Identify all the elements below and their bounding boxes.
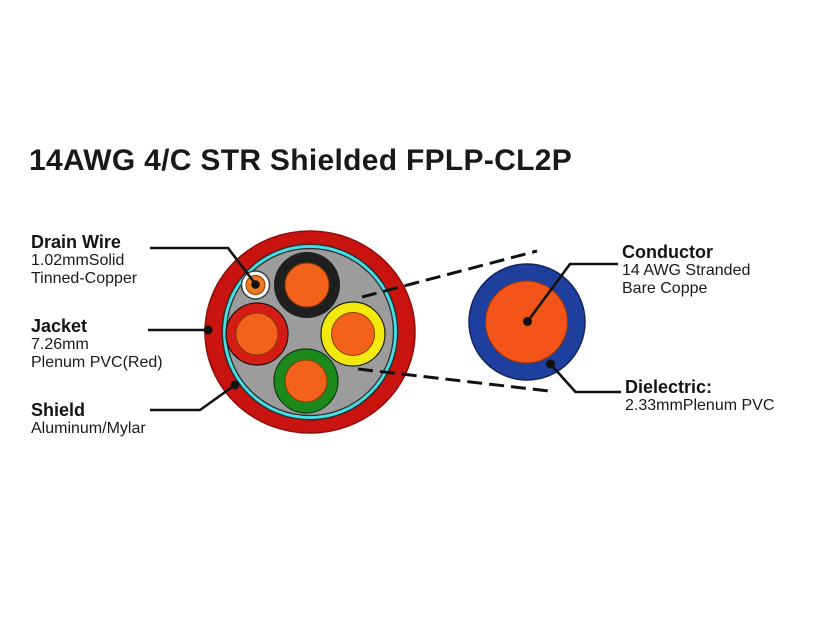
callout-dielectric-heading: Dielectric: [625, 377, 713, 397]
conductor-pointer-dot [523, 317, 532, 326]
conductor-pointer-line [526, 262, 618, 323]
callout-jacket-spec-1: 7.26mm [31, 336, 89, 353]
callout-jacket-heading: Jacket [31, 316, 88, 336]
conductor-black-core [284, 262, 330, 308]
drain-wire-pointer-line [150, 246, 257, 285]
callout-drain-wire-heading: Drain Wire [31, 232, 121, 252]
callout-conductor-spec-2: Bare Coppe [622, 280, 708, 297]
page-title: 14AWG 4/C STR Shielded FPLP-CL2P [29, 144, 573, 177]
callout-drain-wire-spec-2: Tinned-Copper [31, 270, 138, 287]
dielectric-pointer-dot [546, 359, 555, 369]
shield-pointer-dot [230, 380, 240, 390]
shield-pointer-line [150, 383, 236, 412]
magnify-dashed-line-top [361, 249, 538, 299]
cable-cross-section [204, 230, 416, 434]
conductor-red-core [235, 312, 279, 356]
callout-conductor-spec-1: 14 AWG Stranded [622, 262, 751, 279]
conductor-yellow-core [331, 312, 375, 356]
callout-shield-spec-1: Aluminum/Mylar [31, 420, 146, 437]
dielectric-pointer-line [549, 363, 621, 394]
magnify-dashed-line-bottom [357, 367, 550, 393]
drain-wire-pointer-dot [251, 280, 260, 289]
callout-jacket: Jacket 7.26mm Plenum PVC(Red) [31, 317, 163, 372]
callout-conductor: Conductor 14 AWG Stranded Bare Coppe [622, 243, 750, 298]
callout-shield: Shield Aluminum/Mylar [31, 401, 146, 438]
callout-drain-wire-spec-1: 1.02mmSolid [31, 252, 125, 269]
callout-shield-heading: Shield [31, 400, 86, 420]
callout-conductor-heading: Conductor [622, 242, 713, 262]
jacket-pointer-dot [203, 325, 213, 335]
callout-dielectric: Dielectric: 2.33mmPlenum PVC [625, 378, 774, 415]
callout-drain-wire: Drain Wire 1.02mmSolid Tinned-Copper [31, 233, 137, 288]
conductor-green-core [284, 359, 328, 403]
callout-jacket-spec-2: Plenum PVC(Red) [31, 354, 163, 371]
callout-dielectric-spec-1: 2.33mmPlenum PVC [625, 397, 775, 414]
